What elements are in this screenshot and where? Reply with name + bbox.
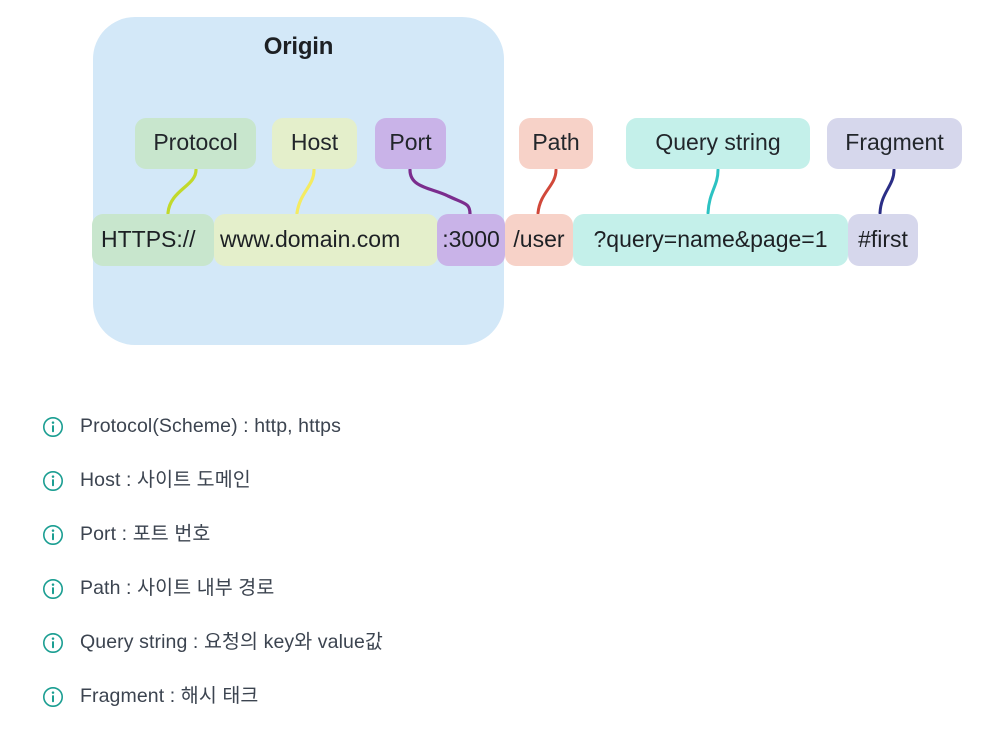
info-circle-icon xyxy=(43,417,63,437)
origin-title: Origin xyxy=(263,33,334,60)
url-text-fragment: #first xyxy=(858,225,908,252)
label-text-protocol: Protocol xyxy=(153,129,238,155)
notes-list: Protocol(Scheme) : http, https Host : 사이… xyxy=(42,400,942,724)
url-segment-host[interactable]: www.domain.com xyxy=(214,214,438,266)
note-text-path: Path : 사이트 내부 경로 xyxy=(80,577,275,600)
label-text-fragment: Fragment xyxy=(845,129,944,155)
url-text-port: :3000 xyxy=(442,225,500,252)
note-text-host: Host : 사이트 도메인 xyxy=(80,469,251,492)
note-item-path: Path : 사이트 내부 경로 xyxy=(42,562,942,616)
label-chip-path[interactable]: Path xyxy=(519,118,593,169)
url-text-query: ?query=name&page=1 xyxy=(593,225,828,252)
note-text-fragment: Fragment : 해시 태크 xyxy=(80,685,259,708)
label-chip-port[interactable]: Port xyxy=(375,118,446,169)
connector-query xyxy=(706,168,720,215)
note-text-query: Query string : 요청의 key와 value값 xyxy=(80,631,383,654)
info-circle-icon xyxy=(43,471,63,491)
label-text-host: Host xyxy=(290,129,339,155)
url-text-protocol: HTTPS:// xyxy=(101,225,196,252)
note-item-host: Host : 사이트 도메인 xyxy=(42,454,942,508)
label-chip-query[interactable]: Query string xyxy=(626,118,810,169)
url-segment-path[interactable]: /user xyxy=(505,214,573,266)
label-text-query: Query string xyxy=(655,129,781,155)
note-text-protocol: Protocol(Scheme) : http, https xyxy=(80,415,341,438)
connector-path xyxy=(536,168,558,215)
note-item-fragment: Fragment : 해시 태크 xyxy=(42,670,942,724)
note-text-port: Port : 포트 번호 xyxy=(80,523,211,546)
label-text-path: Path xyxy=(532,129,580,155)
origin-container xyxy=(93,17,504,345)
label-text-port: Port xyxy=(389,129,432,155)
note-item-query: Query string : 요청의 key와 value값 xyxy=(42,616,942,670)
url-segment-port[interactable]: :3000 xyxy=(437,214,505,266)
info-circle-icon xyxy=(43,687,63,707)
url-segment-protocol[interactable]: HTTPS:// xyxy=(92,214,214,266)
url-text-path: /user xyxy=(513,225,565,252)
label-chip-host[interactable]: Host xyxy=(272,118,357,169)
url-segment-query[interactable]: ?query=name&page=1 xyxy=(573,214,848,266)
label-chip-fragment[interactable]: Fragment xyxy=(827,118,962,169)
note-item-port: Port : 포트 번호 xyxy=(42,508,942,562)
note-item-protocol: Protocol(Scheme) : http, https xyxy=(42,400,942,454)
url-segment-fragment[interactable]: #first xyxy=(848,214,918,266)
info-circle-icon xyxy=(43,579,63,599)
label-chip-protocol[interactable]: Protocol xyxy=(135,118,256,169)
info-circle-icon xyxy=(43,633,63,653)
info-circle-icon xyxy=(43,525,63,545)
url-text-host: www.domain.com xyxy=(220,225,401,252)
connector-fragment xyxy=(878,168,896,215)
